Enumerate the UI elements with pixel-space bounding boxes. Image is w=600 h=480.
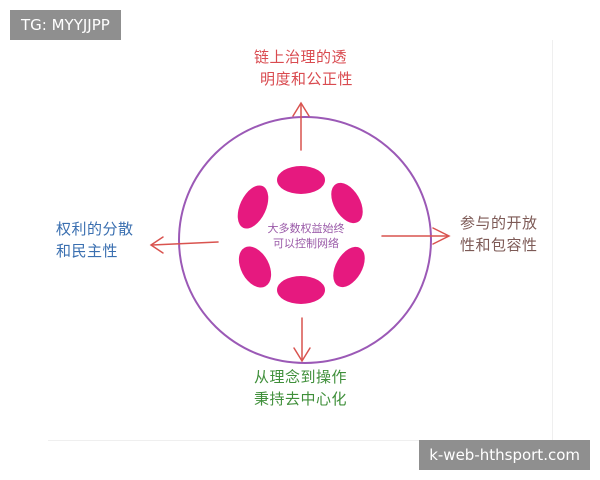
label-left-line-1: 权利的分散 (56, 220, 134, 238)
center-line-2: 可以控制网络 (273, 237, 339, 250)
watermark-top: TG: MYYJJPP (10, 10, 121, 40)
dot-lower-right (333, 246, 365, 288)
dot-top (277, 166, 325, 194)
dot-upper-left (237, 185, 269, 229)
label-right: 参与的开放 性和包容性 (460, 212, 538, 256)
center-line-1: 大多数权益始终 (267, 222, 345, 235)
label-bottom: 从理念到操作 秉持去中心化 (254, 366, 347, 410)
arrow-left-head (149, 236, 164, 254)
label-right-line-1: 参与的开放 (460, 214, 538, 232)
label-top-line-2: 明度和公正性 (260, 70, 354, 88)
label-bottom-line-1: 从理念到操作 (254, 368, 348, 386)
center-caption: 大多数权益始终 可以控制网络 (244, 221, 368, 251)
label-left-line-2: 和民主性 (56, 242, 119, 260)
dot-bottom (277, 276, 325, 304)
arrow-left (151, 241, 219, 246)
label-left: 权利的分散 和民主性 (56, 218, 134, 262)
dot-lower-left (238, 246, 272, 288)
label-top-line-1: 链上治理的透 (254, 48, 348, 66)
arrow-right-head (432, 227, 451, 245)
label-top: 链上治理的透 明度和公正性 (254, 46, 353, 90)
watermark-bottom: k-web-hthsport.com (419, 440, 590, 470)
arrow-up-head (292, 101, 310, 117)
dot-upper-right (331, 182, 363, 224)
outer-circle (178, 116, 432, 364)
label-right-line-2: 性和包容性 (460, 236, 538, 254)
arrow-down-head (293, 347, 311, 363)
label-bottom-line-2: 秉持去中心化 (254, 390, 348, 408)
